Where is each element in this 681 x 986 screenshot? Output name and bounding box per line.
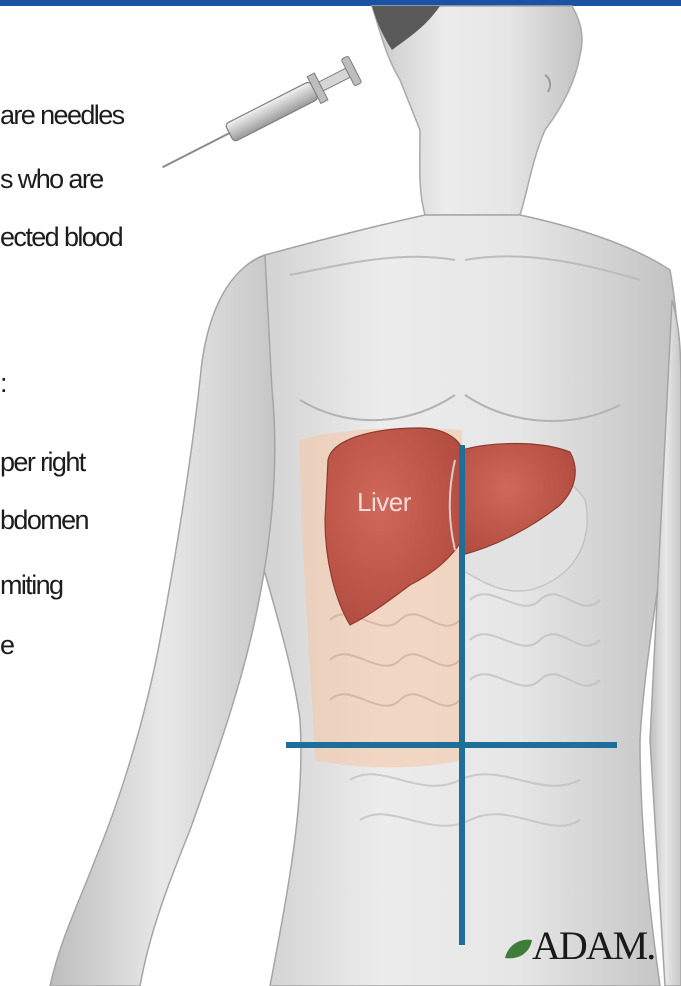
text-line-1: are needles — [0, 100, 124, 130]
text-line-6: bdomen — [0, 505, 88, 535]
syringe — [156, 56, 362, 181]
torso — [220, 215, 679, 986]
text-line-2: s who are — [0, 164, 103, 194]
text-line-3: ected blood — [0, 222, 122, 252]
text-line-5: per right — [0, 447, 85, 477]
adam-logo-text: ADAM. — [532, 924, 654, 968]
liver-label: Liver — [357, 487, 411, 518]
head-neck — [372, 6, 582, 215]
header-bar — [0, 0, 681, 6]
text-line-7: miting — [0, 570, 62, 600]
text-line-4: : — [0, 368, 6, 398]
adam-logo: ADAM. — [498, 924, 654, 968]
text-line-8: e — [0, 630, 13, 660]
